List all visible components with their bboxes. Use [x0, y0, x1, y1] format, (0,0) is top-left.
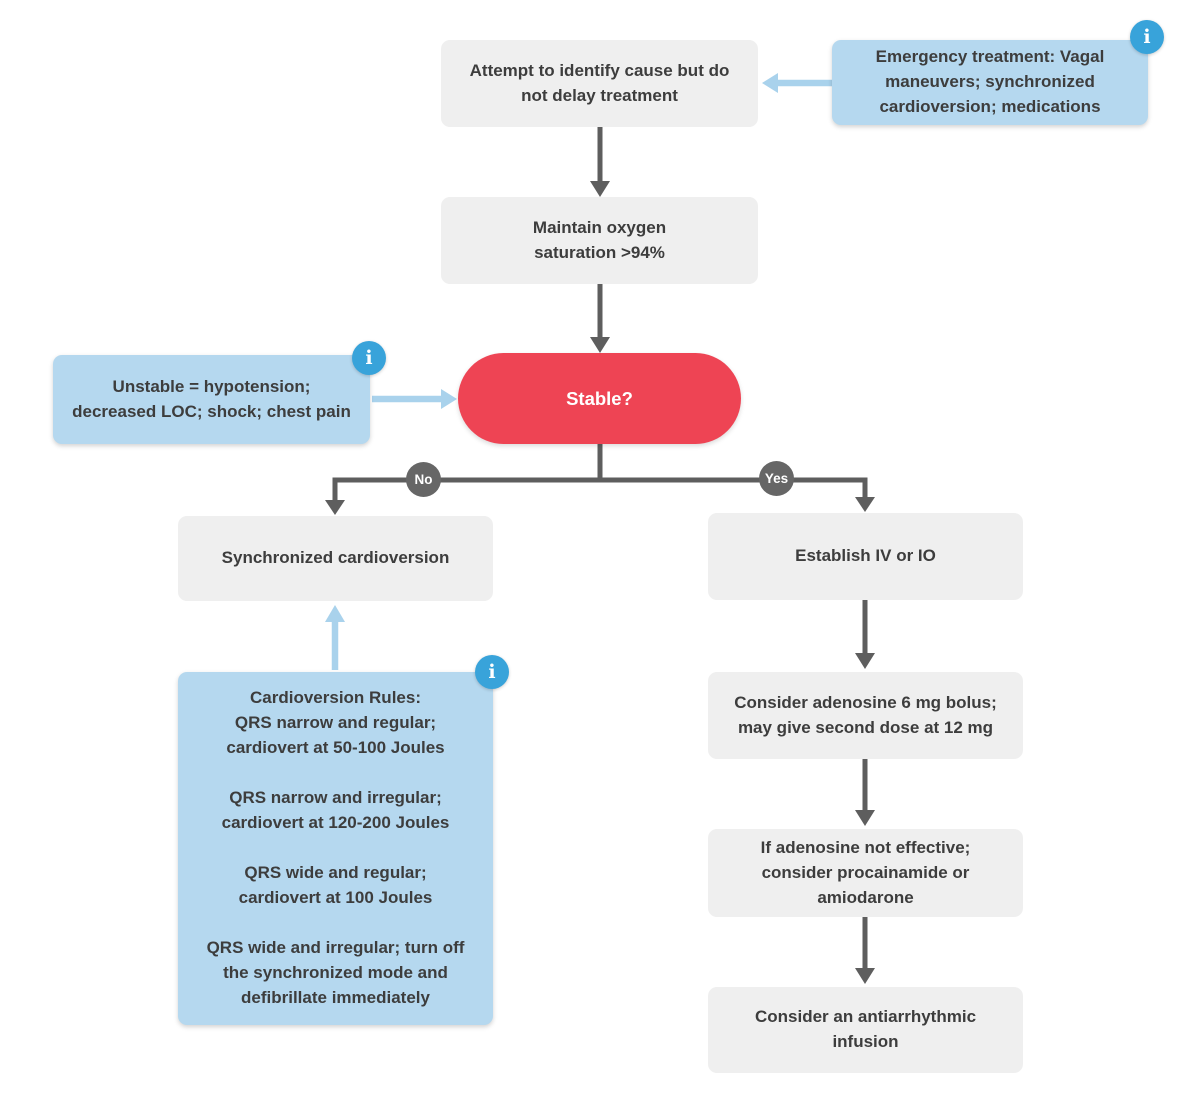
arrowhead-unstable-to-stable [441, 389, 457, 409]
arrowhead-oxygen-to-stable [590, 337, 610, 353]
node-unstable-note: Unstable = hypotension; decreased LOC; s… [53, 355, 370, 444]
branch-label-no: No [406, 462, 441, 497]
arrowhead-emergency-to-identify [762, 73, 778, 93]
arrowhead-branch-no [325, 500, 345, 515]
node-identify-cause: Attempt to identify cause but do not del… [441, 40, 758, 127]
node-if-adenosine-not-effective: If adenosine not effective; consider pro… [708, 829, 1023, 917]
info-icon[interactable]: i [352, 341, 386, 375]
branch-lines [332, 441, 868, 504]
node-antiarrhythmic-infusion: Consider an antiarrhythmic infusion [708, 987, 1023, 1073]
node-stable-decision: Stable? [458, 353, 741, 444]
node-establish-iv: Establish IV or IO [708, 513, 1023, 600]
cardioversion-rule: QRS narrow and irregular; cardiovert at … [221, 788, 450, 833]
arrowhead-adenosine-to-ifadenosine [855, 810, 875, 826]
cardioversion-rule: QRS wide and irregular; turn off the syn… [206, 937, 465, 1007]
info-icon[interactable]: i [475, 655, 509, 689]
arrowhead-establish-to-adenosine [855, 653, 875, 669]
cardioversion-rule: Cardioversion Rules: QRS narrow and regu… [226, 688, 445, 758]
node-adenosine: Consider adenosine 6 mg bolus; may give … [708, 672, 1023, 759]
node-synchronized-cardioversion: Synchronized cardioversion [178, 516, 493, 601]
branch-label-yes: Yes [759, 461, 794, 496]
cardioversion-rule: QRS wide and regular; cardiovert at 100 … [238, 863, 433, 907]
arrowhead-branch-yes [855, 497, 875, 512]
node-emergency-treatment: Emergency treatment: Vagal maneuvers; sy… [832, 40, 1148, 125]
node-cardioversion-rules: Cardioversion Rules: QRS narrow and regu… [178, 672, 493, 1025]
arrowhead-rules-to-sync [325, 605, 345, 622]
arrowhead-ifadenosine-to-infusion [855, 968, 875, 984]
node-maintain-oxygen: Maintain oxygen saturation >94% [441, 197, 758, 284]
arrowhead-identify-to-oxygen [590, 181, 610, 197]
info-icon[interactable]: i [1130, 20, 1164, 54]
